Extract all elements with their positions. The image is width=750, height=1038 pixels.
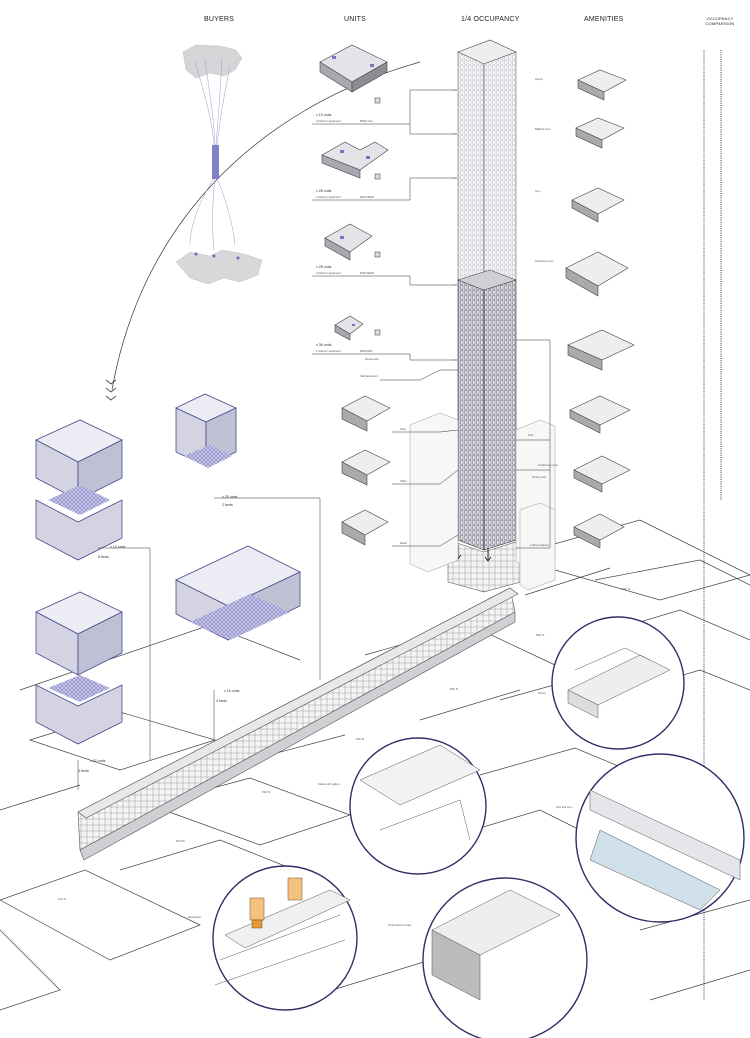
unit-connectors: [312, 89, 452, 361]
unit-desc: 3 bedroom apartment: [316, 119, 341, 123]
tower: [447, 39, 529, 593]
dorm-count: x 16 units: [224, 689, 240, 693]
price-label: $50M units: [360, 119, 373, 123]
street-label: 54th St: [356, 737, 364, 741]
amenity-label: Gym: [535, 189, 540, 193]
amenity-label: Pool: [528, 433, 534, 437]
header-units: UNITS: [344, 16, 366, 23]
dorm-count: x 25 units: [222, 495, 238, 499]
dorm-beds: 2 beds: [222, 503, 233, 507]
occupancy-comparison: [703, 50, 722, 1000]
bubble-label: Library: [538, 691, 547, 695]
bubble-sketches: [214, 647, 741, 1001]
arrow-chevrons: [105, 379, 117, 401]
occupancy-label: Hotel: [400, 427, 406, 431]
bubble-labels: Library Station with gallery Pool and Gy…: [188, 691, 572, 927]
amenity-labels: Library Billiards room Gym Screening roo…: [528, 77, 558, 547]
unit-count: x 36 units: [316, 343, 332, 347]
unit-desc: 1 bedroom apartment: [316, 349, 341, 353]
connection-arc: [111, 61, 421, 391]
amenity-rooms: [565, 69, 635, 549]
amenity-connector: [516, 339, 551, 549]
price-label: Rental units: [365, 357, 379, 361]
dorm-unit-labels: x 25 units 2 beds x 10 units 8 beds x 16…: [78, 495, 240, 773]
dorm-connectors: [77, 497, 321, 790]
tower-floor-markers: [452, 89, 457, 361]
amenity-label: Lobby/residence: [530, 543, 550, 547]
header-buyers: BUYERS: [204, 16, 234, 23]
amenity-label: Conference room: [538, 463, 558, 467]
dorm-beds: 6 beds: [78, 769, 89, 773]
unit-count: x 28 units: [316, 265, 332, 269]
dorm-count: x 22 units: [90, 759, 106, 763]
street-label: 53rd St: [262, 790, 271, 794]
occupancy-spaces: [341, 395, 391, 546]
unit-desc: 2 bedroom apartment: [316, 271, 341, 275]
street-label: 57th St: [622, 587, 630, 591]
unit-counts: x 10 units 3 bedroom apartment x 28 unit…: [316, 113, 341, 353]
amenity-label: Library: [535, 77, 544, 81]
price-label: $15M-$20M: [360, 271, 374, 275]
us-map: [182, 44, 243, 79]
buyers-funnel: [212, 145, 219, 179]
dorm-modules: [35, 393, 301, 745]
restaurant-lanterns: [249, 877, 303, 929]
linear-building: [77, 587, 519, 861]
price-label: $30M-$40M: [360, 195, 374, 199]
dorm-beds: 4 beds: [216, 699, 227, 703]
occupancy-label: Retail: [400, 541, 407, 545]
street-label: 55th St: [450, 687, 458, 691]
unit-count: x 28 units: [316, 189, 332, 193]
header-occupancy-comparison: OCCUPANCY COMPARISON: [705, 16, 735, 26]
unit-plans: [319, 44, 389, 341]
unit-desc: 2 bedroom apartment: [316, 195, 341, 199]
buyers-flow: [175, 44, 263, 285]
occupancy-label: Staff apartment: [360, 374, 378, 378]
context-buildings: [409, 412, 556, 591]
bubble-label: Pool and Gym: [556, 805, 572, 809]
amenity-label: Dining room: [532, 475, 546, 479]
amenity-label: Screening room: [535, 259, 553, 263]
unit-count: x 10 units: [316, 113, 332, 117]
occupancy-connectors: [380, 369, 459, 547]
bubble-label: Performance Center: [388, 923, 411, 927]
street-label: 51st St: [58, 897, 66, 901]
dorm-beds: 8 beds: [98, 555, 109, 559]
occupancy-label: Office: [400, 479, 407, 483]
header-amenities: AMENITIES: [584, 16, 624, 23]
bubble-label: Station with gallery: [318, 782, 340, 786]
street-label: 56th St: [536, 633, 544, 637]
unit-plan-tiles: [332, 56, 374, 326]
world-map: [175, 249, 263, 285]
bubble-label: Restaurant: [188, 915, 201, 919]
header-occupancy: 1/4 OCCUPANCY: [461, 16, 520, 23]
price-label: $5M-$10M: [360, 349, 372, 353]
street-label: 52nd St: [176, 839, 185, 843]
dorm-count: x 10 units: [110, 545, 126, 549]
amenity-label: Billiards room: [535, 127, 551, 131]
